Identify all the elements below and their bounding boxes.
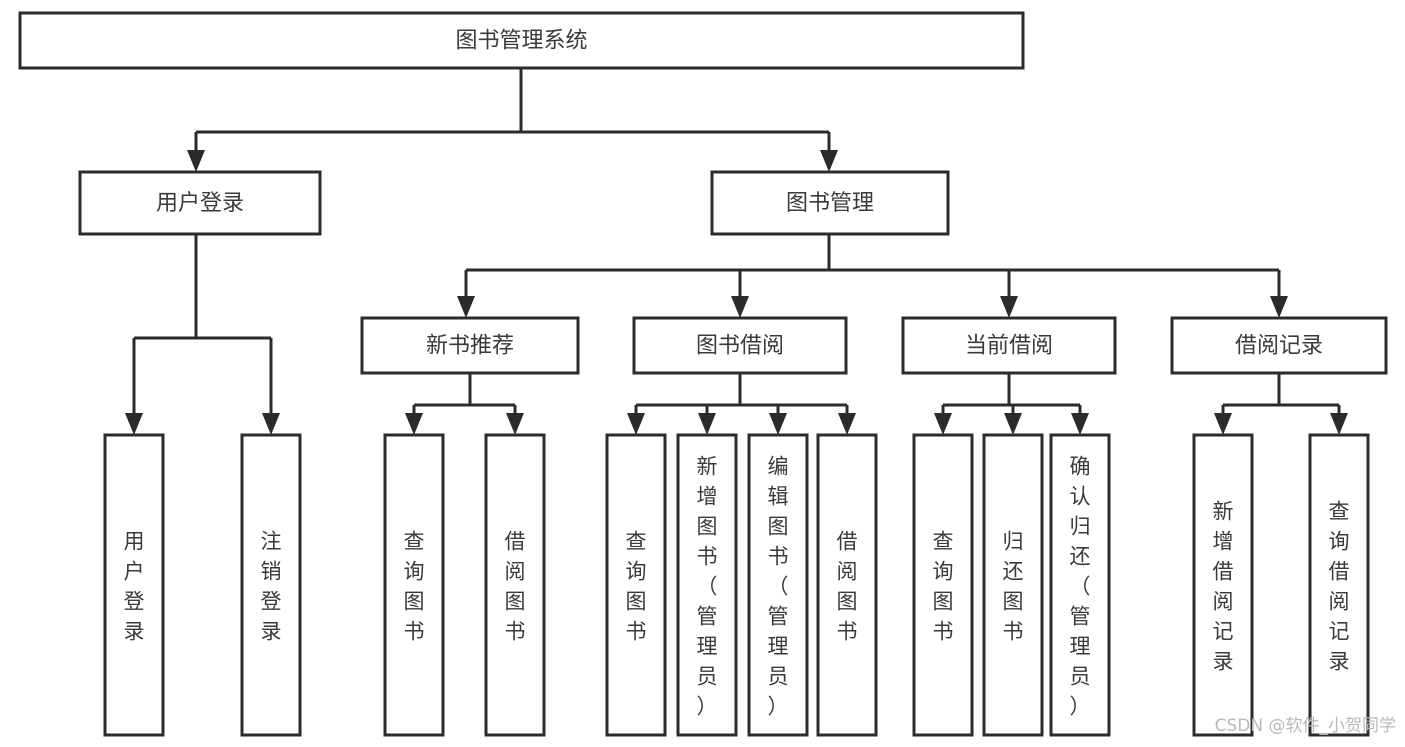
node-label-leaf-add-book-admin: 新增图书（管理员） <box>697 454 718 718</box>
node-leaf-query-book-borrow[interactable]: 查询图书 <box>605 433 667 737</box>
node-leaf-user-login[interactable]: 用户登录 <box>103 433 165 737</box>
node-box-leaf-confirm-return-admin[interactable] <box>1049 433 1111 737</box>
node-label-leaf-query-book-borrow: 查询图书 <box>626 529 647 643</box>
connector-user-login-to-leaves <box>125 234 280 435</box>
node-label-leaf-return-book: 归还图书 <box>1003 529 1024 643</box>
node-box-user-login[interactable] <box>78 170 322 236</box>
connector-layer <box>125 68 1348 435</box>
node-box-leaf-return-book[interactable] <box>982 433 1044 737</box>
node-label-leaf-confirm-return-admin: 确认归还（管理员） <box>1070 454 1091 718</box>
connector-borrow-record-to-leaves <box>1214 373 1348 435</box>
node-label-borrow-record: 借阅记录 <box>1235 334 1323 359</box>
node-label-user-login: 用户登录 <box>156 191 244 216</box>
node-leaf-edit-book-admin[interactable]: 编辑图书（管理员） <box>747 433 809 737</box>
node-box-leaf-logout-login[interactable] <box>240 433 302 737</box>
node-layer: 图书管理系统用户登录图书管理新书推荐图书借阅当前借阅借阅记录用户登录注销登录查询… <box>18 11 1388 737</box>
node-box-leaf-add-book-admin[interactable] <box>676 433 738 737</box>
node-label-leaf-query-book-recommend: 查询图书 <box>404 529 425 643</box>
connector-book-borrow-to-leaves <box>627 373 856 435</box>
csdn-watermark: CSDN @软件_小贺同学 <box>1215 716 1396 736</box>
node-box-current-borrow[interactable] <box>901 316 1117 375</box>
node-current-borrow[interactable]: 当前借阅 <box>901 316 1117 375</box>
node-label-leaf-user-login: 用户登录 <box>124 529 145 643</box>
node-leaf-logout-login[interactable]: 注销登录 <box>240 433 302 737</box>
node-leaf-add-book-admin[interactable]: 新增图书（管理员） <box>676 433 738 737</box>
node-leaf-query-borrow-record[interactable]: 查询借阅记录 <box>1308 433 1370 737</box>
node-label-leaf-add-borrow-record: 新增借阅记录 <box>1213 499 1234 673</box>
node-label-leaf-query-borrow-record: 查询借阅记录 <box>1329 499 1350 673</box>
node-box-borrow-record[interactable] <box>1170 316 1388 375</box>
connector-root-to-level1 <box>187 68 838 172</box>
node-box-root[interactable] <box>18 11 1025 70</box>
node-leaf-add-borrow-record[interactable]: 新增借阅记录 <box>1192 433 1254 737</box>
node-leaf-return-book[interactable]: 归还图书 <box>982 433 1044 737</box>
node-box-leaf-query-book-recommend[interactable] <box>383 433 445 737</box>
node-box-book-borrow[interactable] <box>632 316 848 375</box>
node-box-leaf-edit-book-admin[interactable] <box>747 433 809 737</box>
node-box-leaf-user-login[interactable] <box>103 433 165 737</box>
node-new-book-recommend[interactable]: 新书推荐 <box>360 316 580 375</box>
node-box-new-book-recommend[interactable] <box>360 316 580 375</box>
node-label-current-borrow: 当前借阅 <box>965 334 1053 359</box>
connector-book-management-to-level2 <box>457 234 1288 318</box>
node-box-leaf-borrow-book[interactable] <box>816 433 878 737</box>
node-label-root: 图书管理系统 <box>455 29 587 54</box>
node-leaf-confirm-return-admin[interactable]: 确认归还（管理员） <box>1049 433 1111 737</box>
node-leaf-query-book-current[interactable]: 查询图书 <box>912 433 974 737</box>
node-borrow-record[interactable]: 借阅记录 <box>1170 316 1388 375</box>
node-leaf-query-book-recommend[interactable]: 查询图书 <box>383 433 445 737</box>
node-label-leaf-borrow-book: 借阅图书 <box>837 529 858 643</box>
node-box-book-management[interactable] <box>710 170 950 236</box>
node-label-book-borrow: 图书借阅 <box>696 334 784 359</box>
node-leaf-borrow-book-recommend[interactable]: 借阅图书 <box>484 433 546 737</box>
node-label-leaf-edit-book-admin: 编辑图书（管理员） <box>768 454 789 718</box>
node-label-leaf-logout-login: 注销登录 <box>261 529 282 643</box>
node-box-leaf-query-book-current[interactable] <box>912 433 974 737</box>
node-root[interactable]: 图书管理系统 <box>18 11 1025 70</box>
node-box-leaf-borrow-book-recommend[interactable] <box>484 433 546 737</box>
node-book-management[interactable]: 图书管理 <box>710 170 950 236</box>
node-box-leaf-add-borrow-record[interactable] <box>1192 433 1254 737</box>
node-user-login[interactable]: 用户登录 <box>78 170 322 236</box>
node-box-leaf-query-borrow-record[interactable] <box>1308 433 1370 737</box>
node-label-leaf-query-book-current: 查询图书 <box>933 529 954 643</box>
node-leaf-borrow-book[interactable]: 借阅图书 <box>816 433 878 737</box>
node-label-leaf-borrow-book-recommend: 借阅图书 <box>505 529 526 643</box>
connector-new-book-recommend-to-leaves <box>405 373 524 435</box>
connector-current-borrow-to-leaves <box>934 373 1089 435</box>
node-box-leaf-query-book-borrow[interactable] <box>605 433 667 737</box>
node-book-borrow[interactable]: 图书借阅 <box>632 316 848 375</box>
node-label-book-management: 图书管理 <box>786 191 874 216</box>
node-label-new-book-recommend: 新书推荐 <box>426 334 514 359</box>
